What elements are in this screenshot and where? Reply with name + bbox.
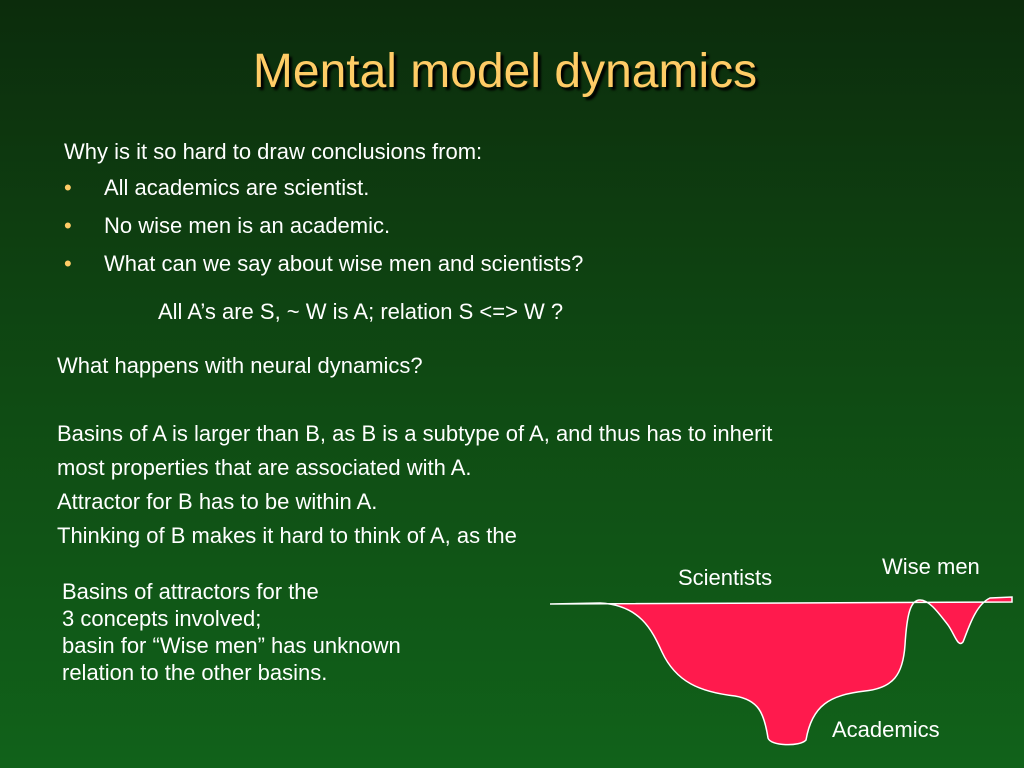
logic-formula: All A’s are S, ~ W is A; relation S <=> … [158,299,564,324]
bullet-item: • No wise men is an academic. [64,212,390,240]
paragraph-line: most properties that are associated with… [57,455,472,480]
caption-line: basin for “Wise men” has unknown [62,633,401,658]
caption-line: Basins of attractors for the [62,579,319,604]
bullet-item: • What can we say about wise men and scie… [64,250,583,278]
bullet-icon: • [64,251,72,276]
bullet-icon: • [64,175,72,200]
label-scientists: Scientists [678,565,772,590]
intro-text: Why is it so hard to draw conclusions fr… [64,139,483,164]
bullet-text: What can we say about wise men and scien… [104,251,584,276]
bullet-text: All academics are scientist. [104,175,370,200]
paragraph-line: Basins of A is larger than B, as B is a … [57,421,773,446]
caption-line: relation to the other basins. [62,660,328,685]
paragraph-line: Thinking of B makes it hard to think of … [57,523,517,548]
bullet-icon: • [64,213,72,238]
caption-line: 3 concepts involved; [62,606,262,631]
label-wise-men: Wise men [882,554,980,579]
slide-title: Mental model dynamics [252,45,758,98]
paragraph-line: Attractor for B has to be within A. [57,489,378,514]
attractor-basins-shape [549,596,1013,746]
neural-question: What happens with neural dynamics? [57,353,423,378]
diagram-caption: Basins of attractors for the 3 concepts … [62,578,401,686]
bullet-item: • All academics are scientist. [64,174,369,202]
label-academics: Academics [832,717,940,742]
bullet-text: No wise men is an academic. [104,213,391,238]
